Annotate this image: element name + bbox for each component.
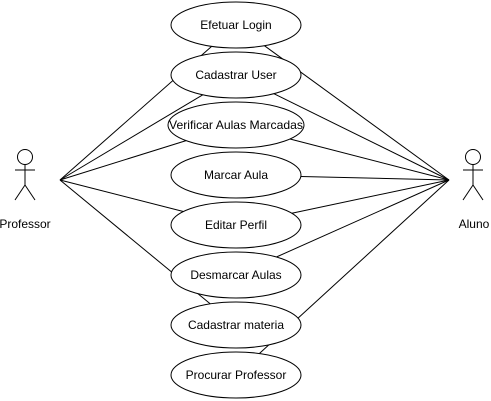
use-case-procurar-professor[interactable]: Procurar Professor — [170, 351, 302, 399]
actor-professor-head — [17, 149, 33, 165]
use-case-ellipse — [170, 251, 302, 299]
use-case-ellipse — [170, 1, 302, 49]
use-case-label: Editar Perfil — [205, 218, 267, 232]
use-case-label: Procurar Professor — [186, 368, 287, 382]
association-line-aluno-3 — [300, 176, 450, 181]
association-line-professor-1 — [59, 94, 204, 181]
use-case-editar-perfil[interactable]: Editar Perfil — [170, 201, 302, 249]
use-case-cadastrar-materia[interactable]: Cadastrar materia — [170, 301, 302, 349]
use-case-desmarcar-aulas[interactable]: Desmarcar Aulas — [170, 251, 302, 299]
association-line-aluno-5 — [276, 179, 450, 258]
use-case-label: Desmarcar Aulas — [190, 268, 281, 282]
actor-professor[interactable]: Professor — [0, 149, 51, 232]
use-case-ellipse — [170, 301, 302, 349]
use-case-ellipse — [170, 201, 302, 249]
use-case-ellipse — [170, 51, 302, 99]
association-line-aluno-2 — [289, 138, 450, 181]
association-line-professor-4 — [59, 179, 184, 212]
actor-professor-stick-figure — [14, 149, 36, 201]
use-case-cadastrar-user[interactable]: Cadastrar User — [170, 51, 302, 99]
use-case-ellipse — [170, 151, 302, 199]
association-line-aluno-1 — [273, 93, 450, 181]
actor-professor-label: Professor — [0, 217, 51, 231]
association-lines — [59, 45, 450, 354]
actor-aluno-left-leg — [462, 184, 474, 201]
use-case-label: Cadastrar User — [195, 68, 276, 82]
actor-aluno-stick-figure — [462, 149, 484, 201]
use-case-ellipse — [170, 351, 302, 399]
use-case-label: Verificar Aulas Marcadas — [169, 118, 303, 132]
use-case-verificar-aulas-marcadas[interactable]: Verificar Aulas Marcadas — [167, 101, 305, 149]
association-line-professor-2 — [59, 140, 187, 181]
association-line-aluno-4 — [291, 179, 450, 214]
use-case-label: Cadastrar materia — [188, 318, 284, 332]
actor-professor-right-leg — [24, 184, 36, 201]
use-case-ellipse — [167, 101, 305, 149]
use-case-label: Efetuar Login — [200, 18, 271, 32]
actor-aluno-label: Aluno — [459, 217, 490, 231]
use-case-efetuar-login[interactable]: Efetuar Login — [170, 1, 302, 49]
actor-aluno-right-leg — [472, 184, 484, 201]
actor-professor-left-leg — [14, 184, 26, 201]
actor-aluno-head — [465, 149, 481, 165]
use-case-label: Marcar Aula — [204, 168, 268, 182]
use-case-marcar-aula[interactable]: Marcar Aula — [170, 151, 302, 199]
actor-aluno[interactable]: Aluno — [459, 149, 490, 232]
